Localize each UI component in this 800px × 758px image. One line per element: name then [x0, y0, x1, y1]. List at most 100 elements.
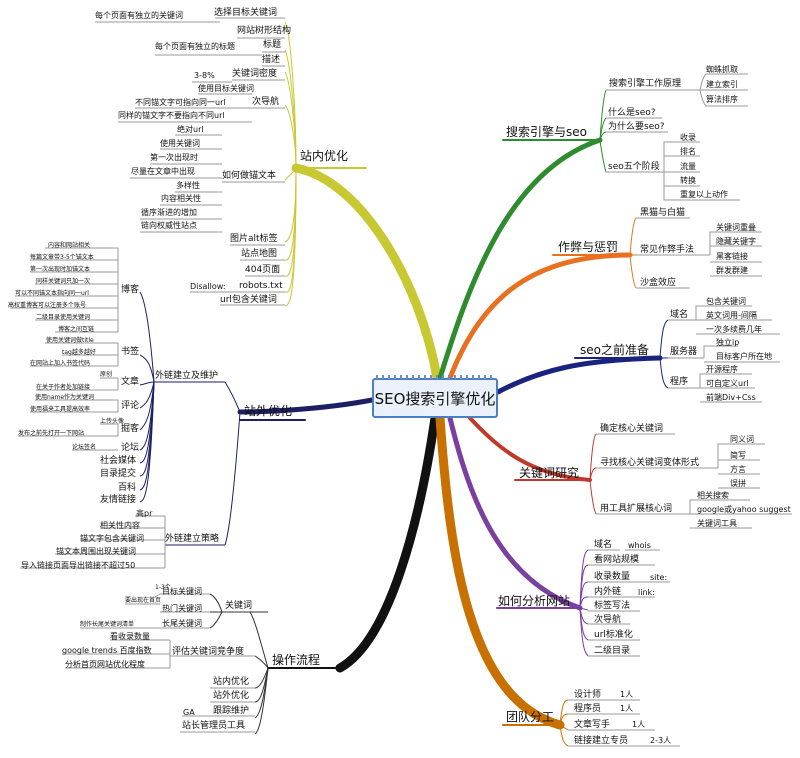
research-core[interactable]: 确定核心关键词	[600, 424, 664, 434]
onsite-item[interactable]: 如何做锚文本	[222, 171, 277, 181]
onsite-item[interactable]: 标题	[263, 40, 282, 50]
trick-note: 群发群建	[716, 266, 748, 275]
cheat-item[interactable]: 黑猫与白猫	[640, 208, 686, 218]
topic-offsite[interactable]: 站外优化	[244, 404, 293, 418]
onsite-item[interactable]: 关键词密度	[232, 69, 278, 79]
blog-note: 内容和网站相关	[48, 242, 91, 249]
onsite-item[interactable]: 描述	[262, 55, 281, 65]
analyze-item[interactable]: 二级目录	[594, 646, 631, 656]
strategy-note: 锚文本周围出现关键词	[56, 547, 136, 556]
variant-note: 简写	[730, 451, 746, 460]
engine-work[interactable]: 搜索引擎工作原理	[609, 79, 682, 89]
analyze-item[interactable]: 内外链	[594, 587, 622, 597]
analyze-item[interactable]: 次导航	[594, 615, 622, 625]
analyze-item[interactable]: 看网站规模	[594, 555, 640, 565]
blog-note: 博客之间互链	[58, 326, 95, 333]
keyword-note: 制作长尾关键词清单	[80, 621, 135, 628]
topic-analyze[interactable]: 如何分析网站	[498, 594, 571, 608]
onsite-item[interactable]: 图片alt标签	[230, 234, 278, 244]
team-item[interactable]: 文章写手	[574, 720, 611, 730]
team-item[interactable]: 程序员	[574, 704, 602, 714]
server-note: 独立ip	[716, 338, 740, 347]
stage-note: 流量	[680, 162, 696, 171]
cheat-item[interactable]: 常见作弊手法	[640, 245, 695, 255]
topic-prep[interactable]: seo之前准备	[580, 343, 649, 357]
onsite-note: 绝对url	[177, 125, 204, 134]
process-step[interactable]: 站长管理员工具	[182, 721, 246, 731]
branch-team	[435, 413, 565, 730]
offsite-strategy[interactable]: 外链建立策略	[165, 534, 220, 544]
article-note: 在关于作者处加链接	[36, 384, 91, 391]
topic-process[interactable]: 操作流程	[272, 653, 321, 667]
blog-note: 高权重博客可以注册多个账号	[8, 302, 87, 309]
keyword-note: 要出现在首页	[125, 597, 162, 604]
strategy-note: 高pr	[136, 509, 153, 518]
blog-note: 可以不同锚文本指向同一url	[15, 290, 89, 297]
server-note: 目标客户所在地	[716, 352, 772, 361]
prep-program[interactable]: 程序	[670, 377, 689, 387]
onsite-item[interactable]: 次导航	[252, 97, 280, 107]
domain-note: 一次多续费几年	[706, 325, 762, 334]
analyze-item[interactable]: 标签写法	[594, 601, 631, 611]
tool-note: 关键词工具	[697, 519, 737, 528]
offsite-forum[interactable]: 论坛	[121, 443, 140, 453]
offsite-digg[interactable]: 掘客	[121, 424, 140, 434]
topic-cheat[interactable]: 作弊与惩罚	[558, 240, 619, 254]
offsite-other[interactable]: 社会媒体	[100, 456, 137, 466]
engine-stages[interactable]: seo五个阶段	[608, 162, 660, 172]
topic-engine[interactable]: 搜索引擎与seo	[506, 125, 587, 139]
research-tools[interactable]: 用工具扩展核心词	[600, 504, 673, 514]
process-step[interactable]: 站外优化	[213, 691, 250, 701]
analyze-item[interactable]: url标准化	[594, 630, 633, 640]
offsite-other[interactable]: 百科	[118, 483, 137, 493]
keyword-item[interactable]: 长尾关键词	[162, 619, 202, 628]
process-step[interactable]: 站内优化	[213, 677, 250, 687]
blog-note: 第一次出现时加锚文本	[30, 266, 91, 273]
topic-onsite[interactable]: 站内优化	[300, 149, 349, 163]
engine-what[interactable]: 什么是seo?	[608, 108, 656, 118]
offsite-comment[interactable]: 评论	[121, 401, 140, 411]
root-topic[interactable]: SEO搜索引擎优化	[372, 375, 498, 418]
engine-why[interactable]: 为什么要seo?	[608, 122, 665, 132]
onsite-item[interactable]: 站点地图	[241, 249, 278, 259]
onsite-item[interactable]: url包含关键词	[220, 295, 277, 305]
onsite-item[interactable]: 网站树形结构	[237, 26, 292, 36]
offsite-other[interactable]: 目录提交	[100, 469, 137, 479]
process-keyword[interactable]: 关键词	[225, 601, 253, 611]
evaluate-note: 看收录数量	[110, 632, 150, 641]
onsite-item[interactable]: 404页面	[245, 265, 281, 275]
analyze-item[interactable]: 域名	[594, 540, 613, 550]
prep-domain[interactable]: 域名	[670, 310, 689, 320]
keyword-item[interactable]: 目标关键词	[162, 587, 202, 596]
process-step[interactable]: 跟踪维护	[213, 706, 250, 716]
onsite-note: 多样性	[176, 181, 200, 190]
offsite-bookmark[interactable]: 书签	[121, 347, 140, 357]
engine-note: 算法排序	[706, 95, 738, 104]
onsite-note: 循序渐进的增加	[141, 208, 197, 217]
keyword-item[interactable]: 热门关键词	[162, 604, 202, 613]
stage-note: 重复以上动作	[680, 190, 728, 199]
process-evaluate[interactable]: 评估关键词竞争度	[172, 647, 245, 657]
topic-research[interactable]: 关键词研究	[519, 466, 580, 480]
cheat-item[interactable]: 沙盒效应	[640, 278, 677, 288]
team-item[interactable]: 设计师	[574, 690, 602, 700]
branch-onsite	[291, 163, 442, 383]
research-variants[interactable]: 寻找核心关键词变体形式	[600, 458, 700, 468]
blog-note: 二级目录使用关键词	[36, 314, 91, 321]
prep-server[interactable]: 服务器	[670, 347, 698, 357]
onsite-item[interactable]: 选择目标关键词	[214, 8, 278, 18]
onsite-note: 第一次出现时	[150, 153, 198, 162]
analyze-item[interactable]: 收录数量	[594, 572, 631, 582]
topic-team[interactable]: 团队分工	[506, 710, 555, 724]
offsite-blog[interactable]: 博客	[121, 285, 140, 295]
team-item[interactable]: 链接建立专员	[574, 736, 629, 746]
stage-note: 转换	[680, 176, 696, 185]
strategy-note: 相关性内容	[100, 521, 140, 530]
offsite-article[interactable]: 文章	[121, 377, 140, 387]
offsite-building[interactable]: 外链建立及维护	[155, 371, 219, 381]
onsite-item[interactable]: robots.txt	[239, 281, 283, 291]
offsite-other[interactable]: 友情链接	[100, 495, 137, 505]
onsite-note: 每个页面有独立的关键词	[95, 11, 183, 20]
engine-note: 建立索引	[706, 80, 738, 89]
